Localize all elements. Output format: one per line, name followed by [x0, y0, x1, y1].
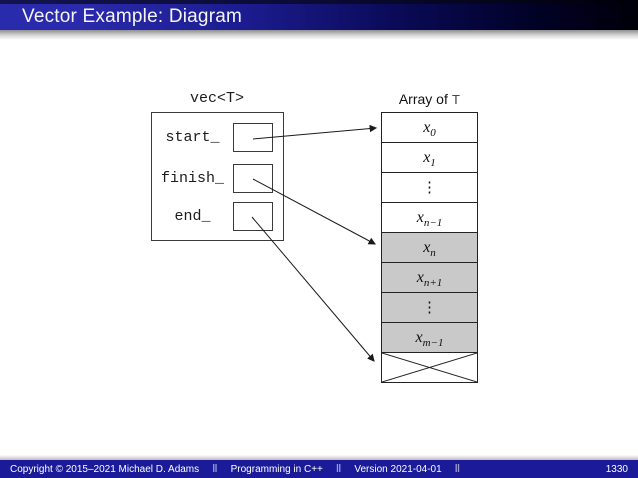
- header-shadow: [0, 30, 638, 40]
- footer-bar: Copyright © 2015–2021 Michael D. Adams ‖…: [0, 460, 638, 478]
- vec-struct-box: start_ finish_ end_: [151, 112, 284, 241]
- page-title: Vector Example: Diagram: [22, 6, 243, 27]
- array-box: x0 x1 ⋮ xn−1 xn xn+1 ⋮ xm−1: [381, 112, 478, 383]
- crossed-out-icon: [382, 353, 477, 382]
- footer-course: Programming in C++: [230, 463, 323, 475]
- footer-shadow: [0, 455, 638, 460]
- array-label-type: T: [451, 93, 461, 109]
- pointer-label-end: end_: [174, 208, 211, 225]
- array-cell-xn+1: xn+1: [382, 263, 477, 293]
- pointer-cell-finish: [233, 164, 273, 193]
- array-cell-x1: x1: [382, 143, 477, 173]
- pointer-row-finish: finish_: [152, 164, 283, 193]
- footer-version: Version 2021-04-01: [354, 463, 442, 475]
- array-cell-dots-1: ⋮: [382, 173, 477, 203]
- header-top-strip: [0, 0, 638, 4]
- footer-separator: ‖: [454, 463, 461, 475]
- footer-copyright: Copyright © 2015–2021 Michael D. Adams: [10, 463, 200, 475]
- pointer-cell-end: [233, 202, 273, 231]
- array-cell-xn-1: xn−1: [382, 203, 477, 233]
- slide-header: Vector Example: Diagram: [0, 0, 638, 40]
- vec-struct-label: vec<T>: [189, 90, 244, 107]
- array-cell-dots-2: ⋮: [382, 293, 477, 323]
- footer-separator: ‖: [212, 463, 218, 475]
- pointer-row-start: start_: [152, 123, 283, 152]
- footer-separator: ‖: [335, 463, 342, 475]
- page-number: 1330: [605, 463, 628, 475]
- array-cell-unused-crossed: [382, 353, 477, 382]
- array-label: Array of T: [371, 91, 488, 109]
- array-label-text: Array of: [398, 91, 452, 107]
- pointer-cell-start: [233, 123, 273, 152]
- array-cell-xm-1: xm−1: [382, 323, 477, 353]
- header-bar: Vector Example: Diagram: [0, 4, 638, 30]
- array-cell-x0: x0: [382, 113, 477, 143]
- pointer-label-finish: finish_: [160, 170, 224, 187]
- pointer-row-end: end_: [152, 202, 283, 231]
- pointer-label-start: start_: [165, 129, 220, 146]
- array-cell-xn: xn: [382, 233, 477, 263]
